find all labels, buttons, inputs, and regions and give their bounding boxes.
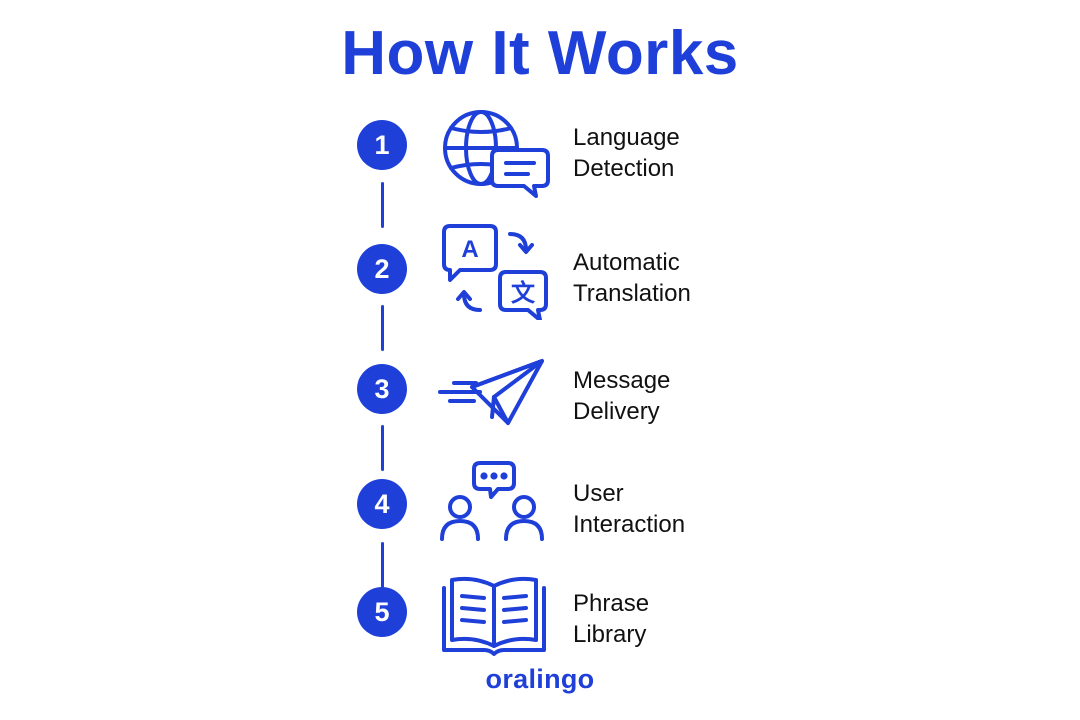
svg-text:文: 文 [511,279,536,307]
step-label: Automatic Translation [573,249,691,307]
step-message-delivery: 3 Message Delivery [0,333,1080,443]
open-book-icon [436,562,552,662]
timeline-connector [381,182,384,228]
translate-icon: A 文 [436,220,552,320]
step-language-detection: 1 Language Detection [0,90,1080,200]
step-label: Phrase Library [573,590,650,648]
step-number-badge: 5 [357,587,407,637]
paper-plane-icon [436,339,552,439]
users-chat-icon [436,457,552,557]
step-number-badge: 1 [357,120,407,170]
step-automatic-translation: 2 A 文 Automatic Translation [0,214,1080,324]
timeline-connector [381,305,384,351]
page-title: How It Works [341,19,739,88]
step-label: Language Detection [573,124,680,182]
step-user-interaction: 4 User Interaction [0,451,1080,561]
step-label: Message Delivery [573,367,671,425]
timeline-connector [381,425,384,471]
svg-text:A: A [461,236,478,263]
step-number-badge: 2 [357,244,407,294]
step-phrase-library: 5 Phrase Library [0,560,1080,670]
globe-chat-icon [436,98,552,198]
brand-logo: oralingo [485,664,595,694]
timeline-connector [381,542,384,588]
step-label: User Interaction [573,480,686,538]
step-number-badge: 4 [357,479,407,529]
step-number-badge: 3 [357,364,407,414]
